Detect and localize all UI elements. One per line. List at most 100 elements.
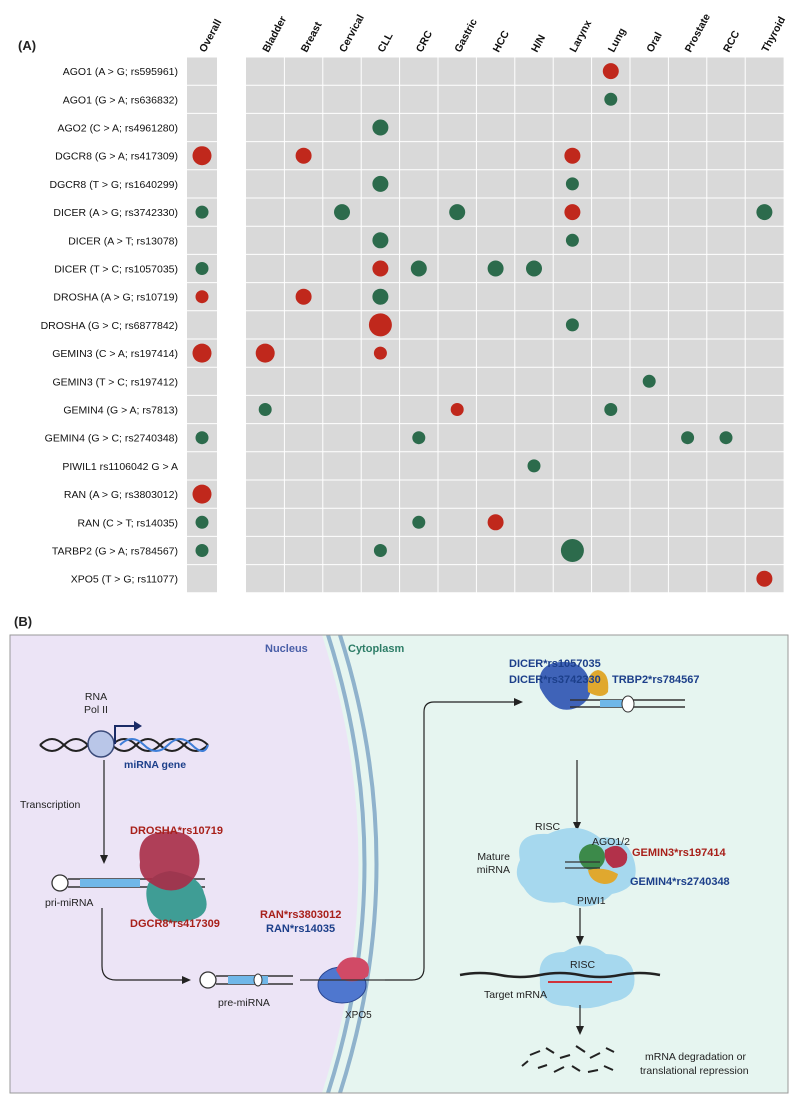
column-bg-7 [476,57,515,593]
row-label: RAN (A > G; rs3803012) [64,489,178,501]
column-label: Thyroid [759,15,788,55]
row-label: GEMIN4 (G > A; rs7813) [63,405,178,417]
association-dot-red [255,343,275,363]
row-label: GEMIN3 (C > A; rs197414) [52,348,178,360]
column-bg-8 [514,57,554,593]
target-mrna-strand [459,971,661,979]
association-dot-green [195,544,209,557]
column-bg-12 [668,57,707,593]
association-dot-green [195,515,209,529]
association-dot-green [373,544,387,557]
degradation-label-1: mRNA degradation or [645,1051,746,1063]
association-dot-green [604,92,618,106]
association-dot-green [560,539,584,562]
ago-label: AGO1/2 [592,836,630,848]
ran-rs14035-label: RAN*rs14035 [266,923,335,935]
column-label: Prostate [683,12,713,55]
association-dot-red [192,343,212,363]
matrix-cells [187,56,784,594]
association-dot-red [564,147,581,164]
row-label: PIWIL1 rs1106042 G > A [62,461,178,473]
column-label: Lung [606,26,629,54]
rna-polymerase-icon [87,730,115,758]
column-label: Bladder [260,14,289,54]
transcription-start-arrow [114,725,134,744]
association-dot-green [681,431,695,445]
association-dot-green [565,318,579,332]
association-dots [192,63,773,587]
association-dot-red [487,514,504,531]
dna-helix [39,738,209,752]
association-dot-red [564,204,581,221]
row-label: RAN (C > T; rs14035) [78,517,178,529]
piwi-protein-icon [588,868,618,884]
association-dot-green [258,403,272,416]
association-dot-green [449,204,466,221]
column-label: Larynx [567,18,594,54]
association-dot-red [450,403,464,416]
association-dot-green [372,288,389,305]
column-label: Cervical [337,13,367,55]
trbp2-protein-icon [587,670,609,696]
column-bg-1 [246,57,285,593]
row-label: AGO1 (G > A; rs636832) [63,94,178,106]
risc-complex-icon [516,827,636,907]
gemin3-label: GEMIN3*rs197414 [632,847,726,859]
column-label: Oral [644,30,664,54]
association-dot-red [295,147,312,164]
association-dot-green [410,260,427,277]
association-dot-red [602,63,619,80]
association-dot-green [604,403,618,416]
association-dot-red [195,290,209,304]
association-dot-green [527,459,541,473]
row-label: AGO1 (A > G; rs595961) [63,66,178,78]
association-dot-green [487,260,504,277]
dicer-rs1057035-label: DICER*rs1057035 [509,658,601,670]
row-label: DICER (A > G; rs3742330) [53,207,178,219]
mrna-fragments-icon [521,1045,615,1073]
xpo5-label: XPO5 [345,1010,372,1021]
column-bg-11 [630,57,669,593]
association-dot-red [295,288,312,305]
column-bg-2 [284,57,323,593]
ran-protein-icon [336,957,369,982]
association-dot-red [368,313,392,337]
column-label: HCC [491,28,512,54]
nuclear-membrane-inner [338,634,379,1094]
drosha-label: DROSHA*rs10719 [130,825,223,837]
association-dot-green [756,204,773,221]
association-dot-green [195,205,209,219]
association-dot-red [192,146,212,166]
association-dot-green [719,431,733,445]
row-label: DGCR8 (T > G; rs1640299) [50,179,178,191]
column-bg-13 [706,57,746,593]
risc-target-label: RISC [570,959,596,971]
mature-mirna-label-2: miRNA [477,864,510,876]
association-dot-green [642,374,656,388]
column-label: Breast [299,19,325,54]
association-dot-green [195,262,209,275]
association-dot-green [372,232,389,249]
association-dot-green [334,204,350,221]
gemin4-label: GEMIN4*rs2740348 [630,876,730,888]
column-label: H/N [529,33,548,55]
column-bg-3 [322,57,362,593]
association-dot-red [756,570,773,587]
column-label: Gastric [452,17,480,55]
dicer-substrate-hairpin [570,695,685,713]
association-dot-green [526,260,542,277]
column-bg-6 [438,57,477,593]
transcription-label: Transcription [20,799,80,811]
ran-rs3803012-label: RAN*rs3803012 [260,909,341,921]
association-dot-green [195,431,209,445]
row-label: GEMIN3 (T > C; rs197412) [52,376,178,388]
dicer-protein-icon [539,661,591,710]
target-mrna-label: Target mRNA [484,989,547,1001]
dgcr8-label: DGCR8*rs417309 [130,918,220,930]
association-dot-green [412,431,426,445]
degradation-label-2: translational repression [640,1065,749,1077]
row-labels: AGO1 (A > G; rs595961) AGO1 (G > A; rs636… [41,66,178,586]
row-label: DICER (A > T; rs13078) [68,235,178,247]
